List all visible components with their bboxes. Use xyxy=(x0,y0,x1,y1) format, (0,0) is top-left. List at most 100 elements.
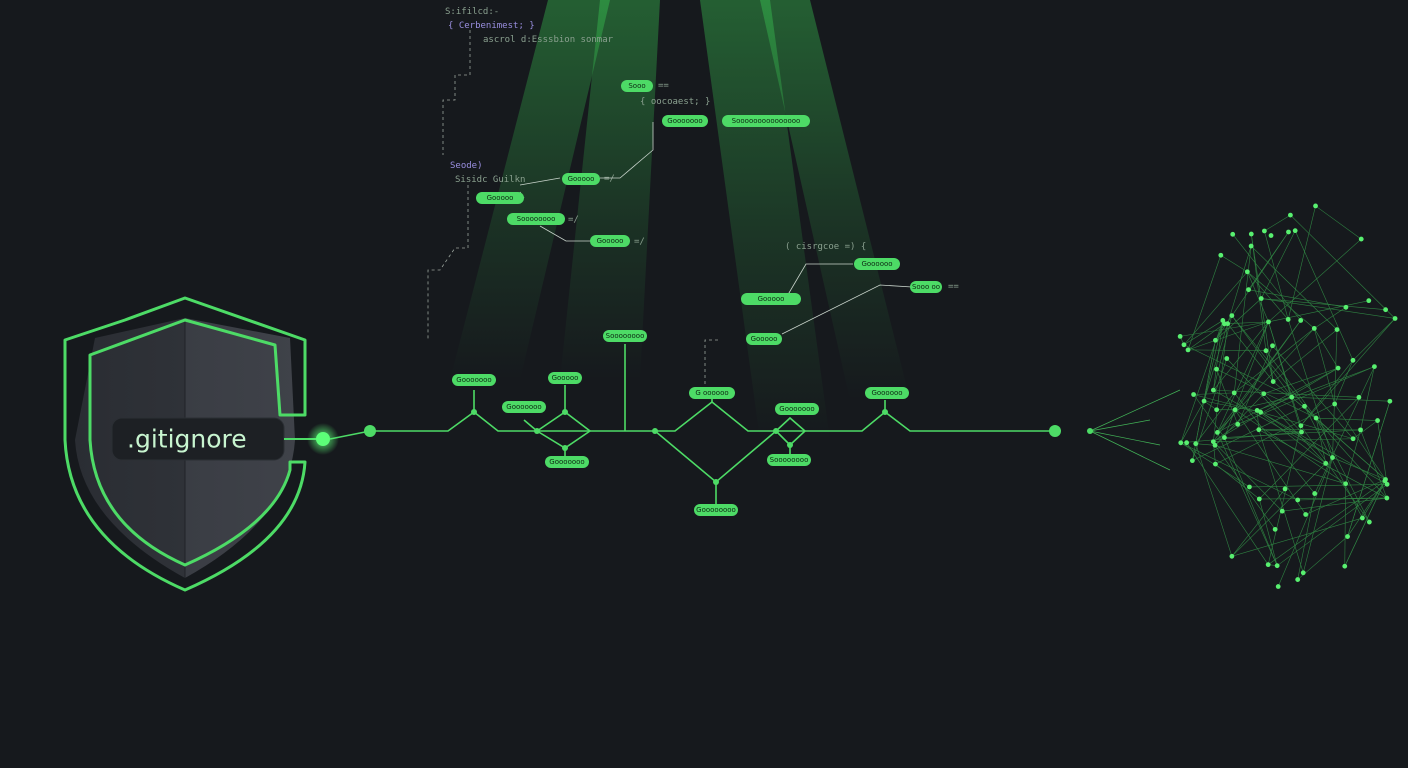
network-node xyxy=(1222,435,1227,440)
network-node xyxy=(1275,584,1281,589)
network-node xyxy=(1312,491,1318,496)
network-node xyxy=(1213,461,1218,467)
network-node xyxy=(1335,365,1341,371)
branch-node-pill xyxy=(694,504,738,516)
network-node xyxy=(1300,570,1306,576)
annotation: ( cisrgcoe =) { xyxy=(785,242,866,252)
network-node xyxy=(1323,460,1329,466)
network-node xyxy=(1244,269,1250,275)
code-tree-lines xyxy=(427,30,718,385)
network-node xyxy=(1212,442,1218,448)
network-node xyxy=(1191,392,1197,397)
branch-node-label: Gooooooo xyxy=(456,376,491,384)
branch-node-pill xyxy=(590,235,630,247)
branch-node: Gooooo xyxy=(746,333,782,345)
branch-node-label: Gooooo xyxy=(552,374,579,382)
timeline-end-node xyxy=(1049,425,1061,437)
branch-node: Soooooooo xyxy=(507,213,565,225)
network-node xyxy=(1387,398,1393,404)
network-node xyxy=(1332,401,1338,407)
branch-node: Sooo oo xyxy=(910,281,942,293)
branch-node-label: Sooo xyxy=(628,82,645,90)
branch-node: Goooooo xyxy=(865,387,909,399)
network-node xyxy=(1184,440,1190,446)
branch-node-label: Soooooooo xyxy=(517,215,556,223)
network-node xyxy=(1279,508,1285,514)
network-node xyxy=(1235,421,1241,427)
network-node xyxy=(1256,496,1262,502)
network-node xyxy=(1220,318,1226,323)
branch-dots xyxy=(364,409,1093,485)
network-node xyxy=(1358,236,1364,242)
network-node xyxy=(1383,477,1388,482)
network-node xyxy=(1343,304,1349,310)
network-node xyxy=(1218,252,1224,258)
code-line: Seode) xyxy=(450,161,483,171)
branch-node: Gooooooo xyxy=(662,115,708,127)
branch-node-label: Goooooooo xyxy=(696,506,736,514)
branch-node: Goooooo xyxy=(854,258,900,270)
network-node xyxy=(1268,233,1274,238)
branch-node: Soooooooo xyxy=(603,330,647,342)
branch-node-label: Gooooooo xyxy=(506,403,541,411)
network-node xyxy=(1350,436,1356,442)
commit-dot xyxy=(534,428,540,434)
branch-node-label: Gooooooo xyxy=(549,458,584,466)
branch-node-label: Gooooo xyxy=(568,175,595,183)
network-node xyxy=(1201,398,1207,404)
network-node xyxy=(1274,563,1280,569)
branch-node-pill xyxy=(545,456,589,468)
network-node xyxy=(1229,313,1235,318)
code-line: ascrol d:Esssbion sonmar xyxy=(483,35,614,45)
network-node xyxy=(1224,356,1230,361)
network-node xyxy=(1289,394,1295,400)
branch-node-pill xyxy=(502,401,546,413)
branch-node-label: Gooooooo xyxy=(667,117,702,125)
light-beam xyxy=(450,0,610,380)
network-node xyxy=(1263,348,1269,354)
branch-node-pill xyxy=(722,115,810,127)
branch-node-pill xyxy=(548,372,582,384)
branch-node-pill xyxy=(662,115,708,127)
network-node xyxy=(1342,563,1348,569)
branch-node: Soooooooo xyxy=(767,454,811,466)
branch-node-pill xyxy=(910,281,942,293)
gitignore-badge: .gitignore xyxy=(111,417,339,461)
branch-node-pill xyxy=(621,80,653,92)
network-node xyxy=(1214,366,1219,372)
light-beam xyxy=(560,0,660,380)
network-node xyxy=(1375,418,1380,423)
network-node xyxy=(1261,391,1267,397)
light-beam xyxy=(760,0,910,400)
branch-node-pill xyxy=(476,192,524,204)
network-node xyxy=(1302,403,1307,409)
network-node xyxy=(1210,387,1216,393)
branch-node: Gooooooo xyxy=(775,403,819,415)
branch-node: Goooooooo xyxy=(694,504,738,516)
network-node xyxy=(1256,427,1262,433)
network-node xyxy=(1248,243,1254,249)
network-node xyxy=(1285,317,1291,322)
branch-node: Gooooooo xyxy=(502,401,546,413)
annotation: =/ xyxy=(634,237,645,247)
network-node xyxy=(1178,440,1184,446)
branch-node: Gooooo xyxy=(548,372,582,384)
branch-node: Gooooo xyxy=(476,192,524,204)
branch-node: Sooooooooooooooo xyxy=(722,115,810,127)
branch-node-label: Gooooo xyxy=(597,237,624,245)
network-node xyxy=(1181,342,1187,348)
network-node xyxy=(1270,379,1276,384)
annotation: == xyxy=(948,282,959,292)
commit-dot xyxy=(773,428,779,434)
network-node xyxy=(1350,357,1356,363)
branch-node: Gooooo xyxy=(590,235,630,247)
network-node xyxy=(1298,423,1304,429)
network-node xyxy=(1392,316,1398,321)
shield-outline xyxy=(63,296,307,592)
branch-node-label: Gooooo xyxy=(758,295,785,303)
network-node xyxy=(1358,427,1363,433)
branch-node-pill xyxy=(562,173,600,185)
commit-dot xyxy=(787,442,793,448)
code-line: { Cerbenimest; } xyxy=(448,21,535,31)
